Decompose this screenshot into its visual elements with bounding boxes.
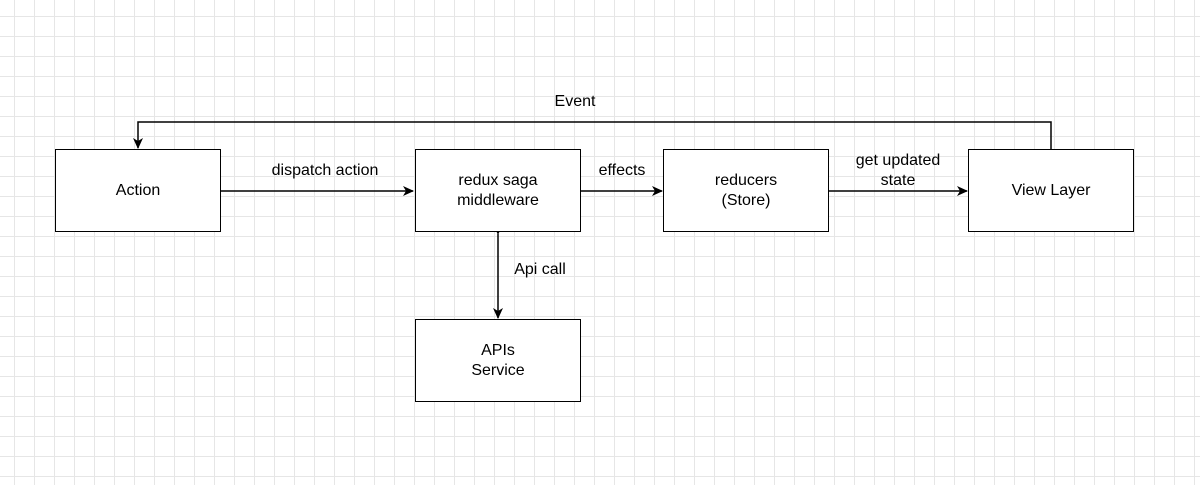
edge-event[interactable] (133, 121, 1052, 149)
label-api-call: Api call (514, 261, 566, 278)
node-view-layer[interactable]: View Layer (968, 149, 1134, 232)
label-effects: effects (598, 162, 646, 179)
node-redux-saga-middleware[interactable]: redux saga middleware (415, 149, 581, 232)
node-action[interactable]: Action (55, 149, 221, 232)
label-dispatch-action: dispatch action (271, 162, 379, 179)
label-get-updated-state: get updated state (855, 152, 941, 189)
node-apis-service[interactable]: APIs Service (415, 319, 581, 402)
node-reducers-store[interactable]: reducers (Store) (663, 149, 829, 232)
label-event: Event (554, 93, 596, 110)
